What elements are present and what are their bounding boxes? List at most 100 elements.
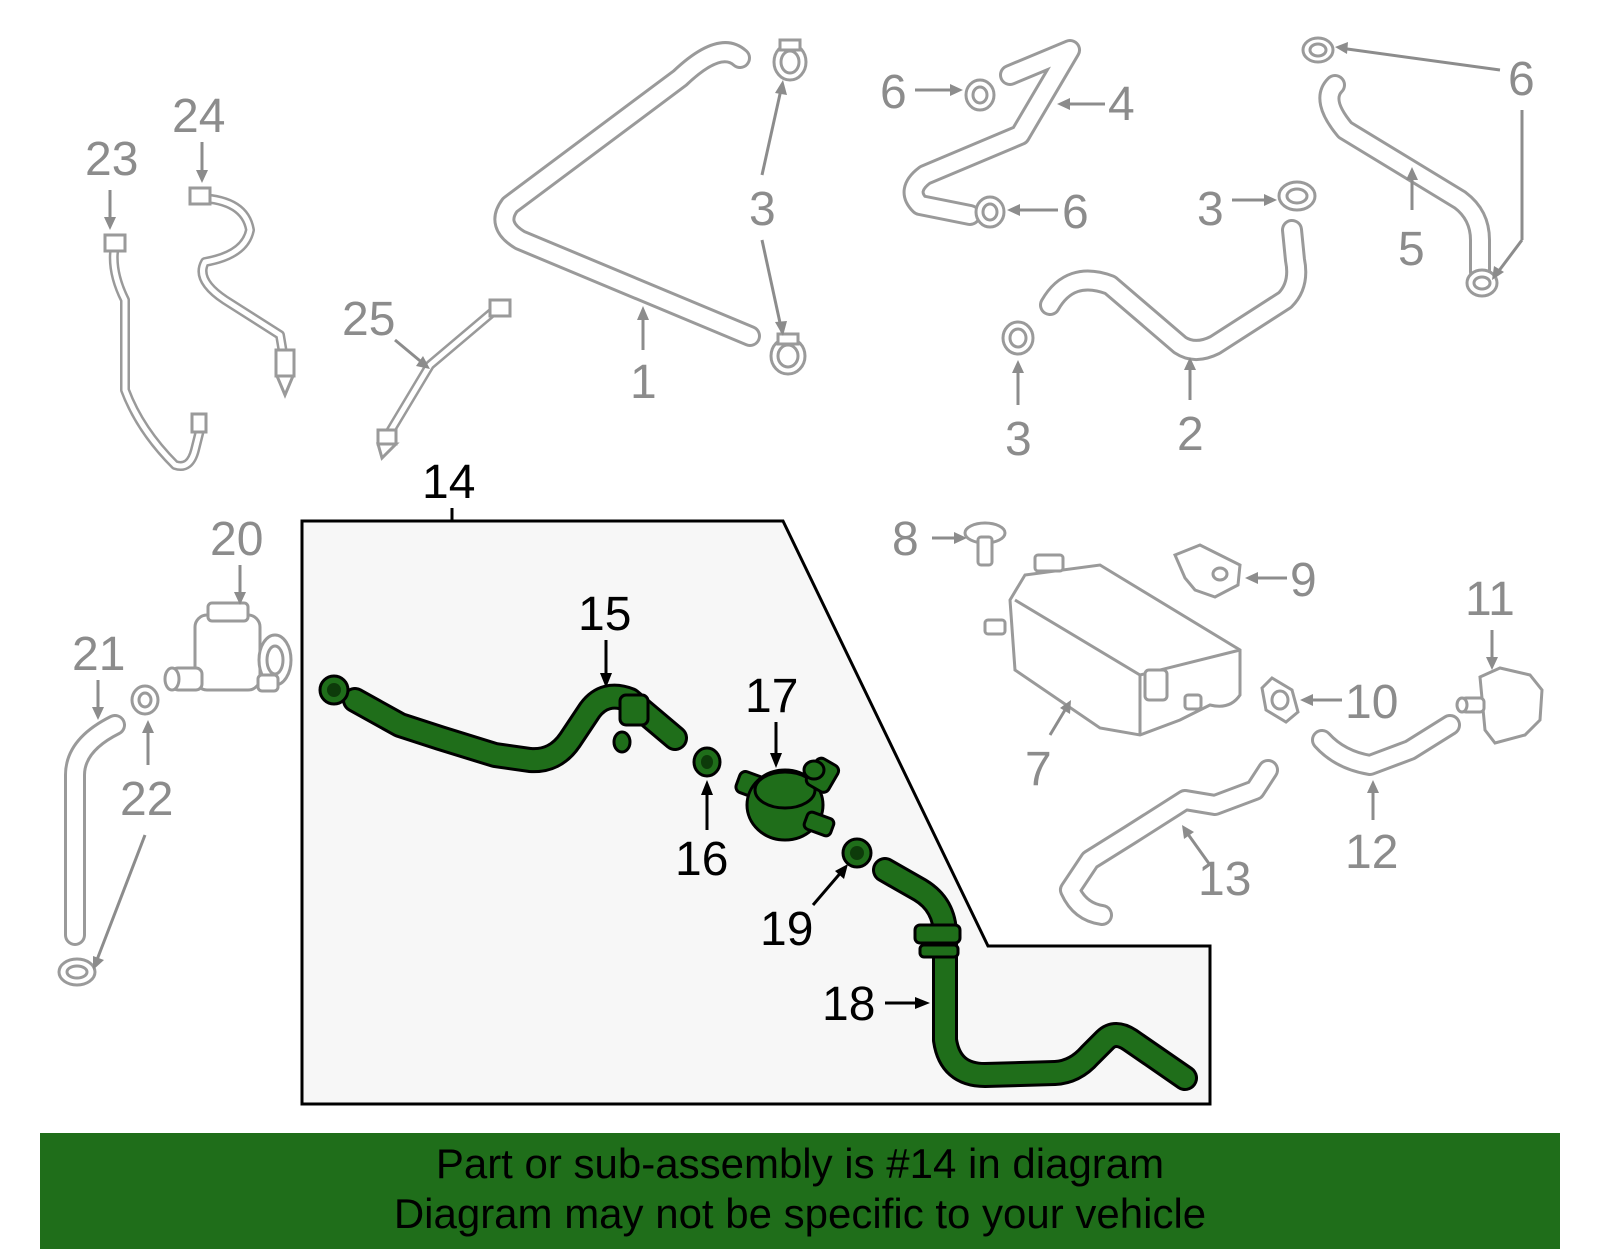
callout-25-arrowhead <box>416 356 430 369</box>
callout-21-arrowhead <box>92 707 104 720</box>
callout-6-leader-c <box>1339 46 1501 72</box>
callout-11-arrowhead <box>1486 657 1498 670</box>
callout-3-leader-up <box>760 84 784 176</box>
callout-6-right: 6 <box>1508 53 1535 106</box>
callout-6-arrowhead-a <box>950 84 963 96</box>
callout-7-arrowhead <box>1060 700 1071 714</box>
part-5-hose <box>1318 74 1491 283</box>
callout-15-arrowhead <box>600 673 612 688</box>
callout-2-arrowhead <box>1184 357 1196 370</box>
part-12-hose <box>1311 714 1461 776</box>
callout-21: 21 <box>72 628 125 681</box>
part-13-hose <box>1059 759 1279 926</box>
callout-9: 9 <box>1290 554 1317 607</box>
callout-14: 14 <box>422 456 475 509</box>
part-22-clamp-upper <box>130 684 160 716</box>
callout-22-arrowhead-down <box>93 956 104 970</box>
part-19-clamp <box>841 837 873 869</box>
callout-18: 18 <box>822 978 875 1031</box>
callout-3-upper: 3 <box>749 183 776 236</box>
part-24-sensor <box>188 186 296 399</box>
callout-22-arrowhead-up <box>142 720 154 733</box>
callout-16: 16 <box>675 833 728 886</box>
part-6-clamp-right-top <box>1301 36 1335 64</box>
part-6-clamp-lower <box>974 195 1006 229</box>
part-6-clamp-right-bottom <box>1465 268 1499 298</box>
callout-22-leader-down <box>93 834 147 966</box>
part-4-hose <box>902 39 1081 226</box>
callout-16-arrowhead <box>701 780 713 795</box>
callout-13: 13 <box>1198 853 1251 906</box>
part-9-bracket <box>1173 543 1242 599</box>
callout-23: 23 <box>85 133 138 186</box>
part-22-clamp-lower <box>57 957 97 987</box>
callout-6-lower: 6 <box>1062 186 1089 239</box>
callout-2: 2 <box>1177 408 1204 461</box>
callout-6-arrowhead-e <box>1492 266 1504 280</box>
callout-3-leader-down <box>760 239 784 333</box>
callout-19-leader <box>811 869 845 906</box>
part-8-bolt <box>963 521 1007 567</box>
part-3-clamp-right-top <box>1277 180 1317 212</box>
callout-22: 22 <box>120 773 173 826</box>
callout-17: 17 <box>745 670 798 723</box>
part-18-hose <box>872 857 1198 1091</box>
callout-19: 19 <box>760 903 813 956</box>
callout-9-arrowhead <box>1245 572 1258 584</box>
callout-25: 25 <box>342 293 395 346</box>
part-20-valve <box>163 601 293 693</box>
callout-3-arrowhead-down <box>775 321 787 336</box>
callout-13-leader <box>1183 829 1212 866</box>
callout-4-arrowhead <box>1057 98 1070 110</box>
part-16-clamp <box>692 746 722 778</box>
callout-3-arrowhead-up <box>775 80 787 95</box>
callout-1: 1 <box>630 356 657 409</box>
part-15-hose <box>342 683 688 774</box>
callout-10-arrowhead <box>1300 694 1313 706</box>
part-3-clamp-top <box>772 38 808 82</box>
part-7-canister <box>983 553 1242 737</box>
callout-4: 4 <box>1108 78 1135 131</box>
part-10-clip <box>1260 676 1300 724</box>
callout-15: 15 <box>578 588 631 641</box>
info-banner: Part or sub-assembly is #14 in diagram D… <box>40 1133 1560 1249</box>
callout-17-arrowhead <box>770 753 782 768</box>
part-15-end-clamp <box>318 674 350 706</box>
callout-6-arrowhead-c <box>1335 42 1348 54</box>
part-25-sensor <box>376 298 512 461</box>
callout-8: 8 <box>892 513 919 566</box>
part-6-clamp-left <box>964 78 996 112</box>
callout-5: 5 <box>1398 223 1425 276</box>
callout-3-arrowhead-bottom <box>1012 360 1024 373</box>
callout-10: 10 <box>1345 676 1398 729</box>
callout-8-arrowhead <box>954 532 967 544</box>
callout-6-arrowhead-b <box>1007 204 1020 216</box>
callout-18-arrowhead <box>915 997 930 1009</box>
callout-1-arrowhead <box>637 306 649 320</box>
part-23-sensor <box>103 233 208 471</box>
callout-24-arrowhead <box>196 170 208 183</box>
part-3-clamp-right-bottom <box>1001 320 1035 356</box>
part-17-valve <box>734 756 841 842</box>
callout-20: 20 <box>210 513 263 566</box>
callout-7: 7 <box>1025 743 1052 796</box>
part-11-valve <box>1455 666 1544 745</box>
banner-line-2: Diagram may not be specific to your vehi… <box>393 1190 1207 1237</box>
callout-5-arrowhead <box>1406 167 1418 180</box>
callout-12: 12 <box>1345 826 1398 879</box>
callout-3-arrowhead-right <box>1264 194 1277 206</box>
callout-3-bottom: 3 <box>1005 413 1032 466</box>
banner-line-1: Part or sub-assembly is #14 in diagram <box>435 1140 1165 1187</box>
callout-23-arrowhead <box>104 217 116 230</box>
callout-19-arrowhead <box>835 864 848 879</box>
callout-13-arrowhead <box>1182 825 1194 839</box>
callout-12-arrowhead <box>1367 780 1379 793</box>
part-21-hose <box>64 714 126 946</box>
part-3-clamp-bottom <box>769 332 807 376</box>
part-1-hose <box>493 41 761 347</box>
callout-11: 11 <box>1465 573 1515 626</box>
part-2-hose <box>1039 219 1308 361</box>
callout-3-right: 3 <box>1197 183 1224 236</box>
callout-6-left: 6 <box>880 66 907 119</box>
